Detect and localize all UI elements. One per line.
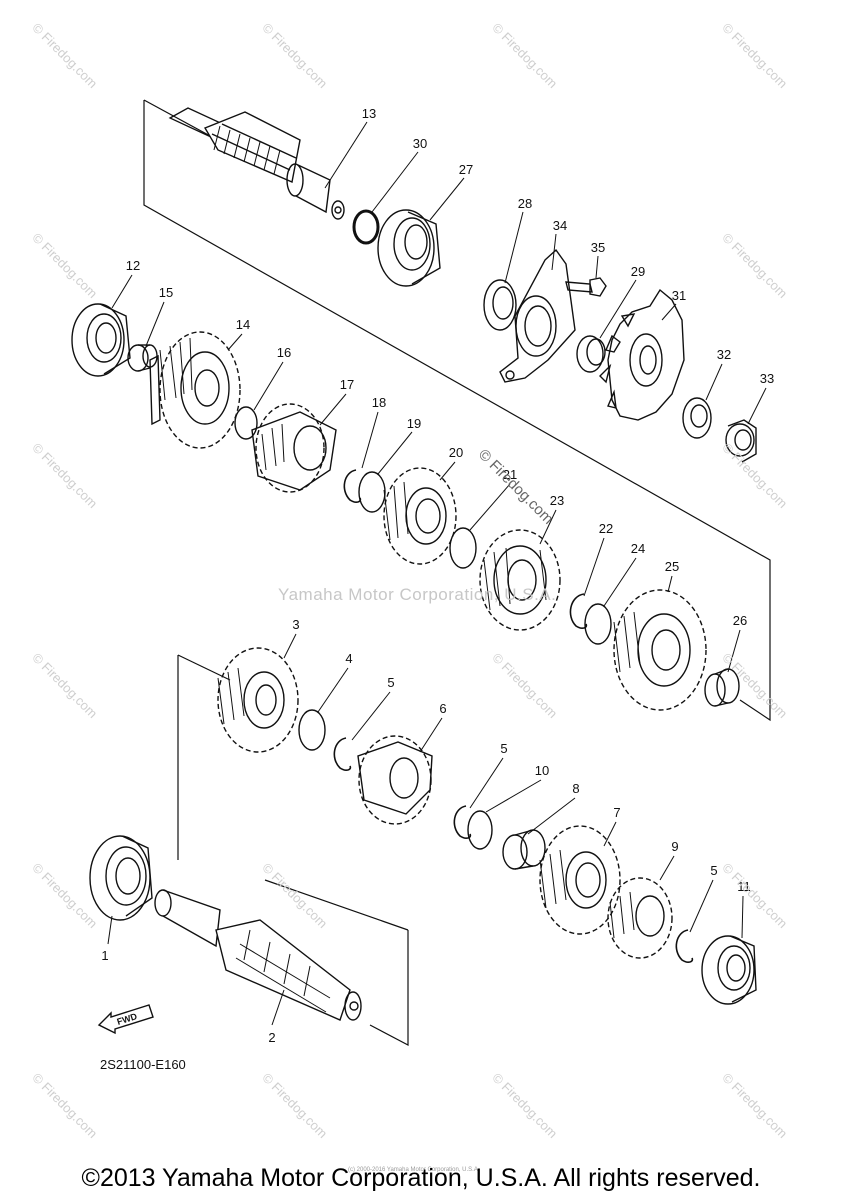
callout-24: 24 <box>631 541 645 556</box>
callout-27: 27 <box>459 162 473 177</box>
callout-9: 9 <box>671 839 678 854</box>
gear-17 <box>251 403 337 493</box>
washer-19 <box>358 471 386 513</box>
callout-25: 25 <box>665 559 679 574</box>
callout-5-a: 5 <box>387 675 394 690</box>
gear-7 <box>539 825 621 935</box>
washer-24 <box>584 603 612 645</box>
callout-20: 20 <box>449 445 463 460</box>
callout-12: 12 <box>126 258 140 273</box>
sprocket-nut <box>725 419 757 463</box>
bearing-1 <box>89 835 153 921</box>
callout-26: 26 <box>733 613 747 628</box>
washer-21 <box>449 527 477 569</box>
lower-frame-mid <box>264 879 409 931</box>
bushing-26 <box>704 668 740 707</box>
callout-34: 34 <box>553 218 567 233</box>
lower-frame-top <box>177 654 231 681</box>
main-axle-shaft <box>168 107 345 220</box>
part-code: 2S21100-E160 <box>100 1057 186 1072</box>
lock-washer <box>682 397 712 439</box>
callout-5-c: 5 <box>710 863 717 878</box>
callout-11: 11 <box>737 879 751 894</box>
tiny-copyright-notice: (c) 2000-2016 Yamaha Motor Corporation, … <box>348 1167 480 1173</box>
callout-7: 7 <box>613 805 620 820</box>
circlip-22 <box>569 593 588 629</box>
circlip-5-c <box>675 929 694 963</box>
copyright-footer: ©2013 Yamaha Motor Corporation, U.S.A. A… <box>81 1164 761 1192</box>
callout-35: 35 <box>591 240 605 255</box>
callout-2: 2 <box>268 1030 275 1045</box>
washer-10 <box>467 810 493 850</box>
gear-20 <box>383 467 457 565</box>
washer-16 <box>234 406 258 440</box>
gear-9 <box>607 877 673 959</box>
circlip-5-b <box>453 805 472 839</box>
lower-frame-right <box>369 930 409 1046</box>
circlip-18 <box>343 469 362 503</box>
callout-15: 15 <box>159 285 173 300</box>
callout-6: 6 <box>439 701 446 716</box>
bearing-27 <box>377 209 441 287</box>
retainer-plate <box>499 248 576 383</box>
gear-3 <box>217 647 299 753</box>
callout-8: 8 <box>572 781 579 796</box>
washer-4 <box>298 709 326 751</box>
callout-17: 17 <box>340 377 354 392</box>
center-watermark: Yamaha Motor Corporation, U.S.A. <box>278 585 557 604</box>
gear-25 <box>613 589 707 711</box>
callout-23: 23 <box>550 493 564 508</box>
callout-33: 33 <box>760 371 774 386</box>
upper-frame <box>143 100 771 722</box>
o-ring <box>352 209 380 245</box>
callout-31: 31 <box>672 288 686 303</box>
bearing-11 <box>701 935 757 1005</box>
bolt-35 <box>565 277 607 297</box>
needle-bearing-8 <box>502 829 546 870</box>
bearing-12 <box>71 303 131 377</box>
callout-28: 28 <box>518 196 532 211</box>
callout-16: 16 <box>277 345 291 360</box>
drive-axle-shaft <box>154 889 362 1021</box>
callout-10: 10 <box>535 763 549 778</box>
callout-18: 18 <box>372 395 386 410</box>
callout-22: 22 <box>599 521 613 536</box>
gear-14 <box>149 331 241 449</box>
callout-29: 29 <box>631 264 645 279</box>
gear-23 <box>479 529 561 631</box>
oil-seal-28 <box>483 279 517 331</box>
circlip-5-a <box>333 737 352 771</box>
callout-19: 19 <box>407 416 421 431</box>
callout-1: 1 <box>101 948 108 963</box>
callout-32: 32 <box>717 347 731 362</box>
collar-29 <box>576 335 606 373</box>
fwd-arrow-icon: FWD <box>97 1004 154 1035</box>
callout-30: 30 <box>413 136 427 151</box>
drive-sprocket <box>599 288 685 421</box>
callout-3: 3 <box>292 617 299 632</box>
callout-21: 21 <box>503 467 517 482</box>
leader-lines <box>107 121 767 1026</box>
gear-6 <box>357 735 433 825</box>
callout-14: 14 <box>236 317 250 332</box>
callout-5-b: 5 <box>500 741 507 756</box>
callout-13: 13 <box>362 106 376 121</box>
callout-4: 4 <box>345 651 352 666</box>
